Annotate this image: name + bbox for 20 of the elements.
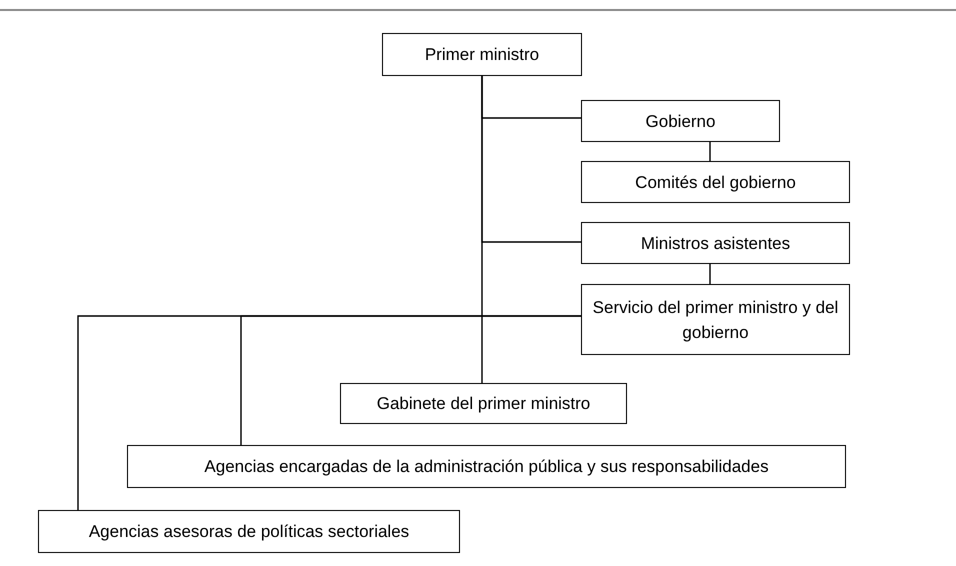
org-box <box>127 445 846 488</box>
org-box <box>581 161 850 203</box>
box-label: Gabinete del primer ministro <box>376 393 590 415</box>
box-label: Comités del gobierno <box>635 172 796 194</box>
org-box <box>581 284 850 355</box>
connector-line <box>709 264 711 284</box>
org-box <box>38 510 460 553</box>
org-box <box>581 222 850 264</box>
connector-line <box>481 76 483 383</box>
box-label: Agencias asesoras de políticas sectoriales <box>88 521 410 543</box>
org-box <box>382 33 582 76</box>
org-box <box>340 383 627 424</box>
box-label: Primer ministro <box>424 44 540 66</box>
box-label: Gobierno <box>646 110 716 132</box>
org-box <box>581 100 780 142</box>
connector-line <box>709 142 711 161</box>
box-label: Ministros asistentes <box>640 232 790 254</box>
connector-line <box>77 315 581 510</box>
box-label: Servicio del primer ministro y del gobierno <box>592 296 840 344</box>
box-label: Agencias encargadas de la administración pública y sus responsabilidades <box>204 456 769 478</box>
